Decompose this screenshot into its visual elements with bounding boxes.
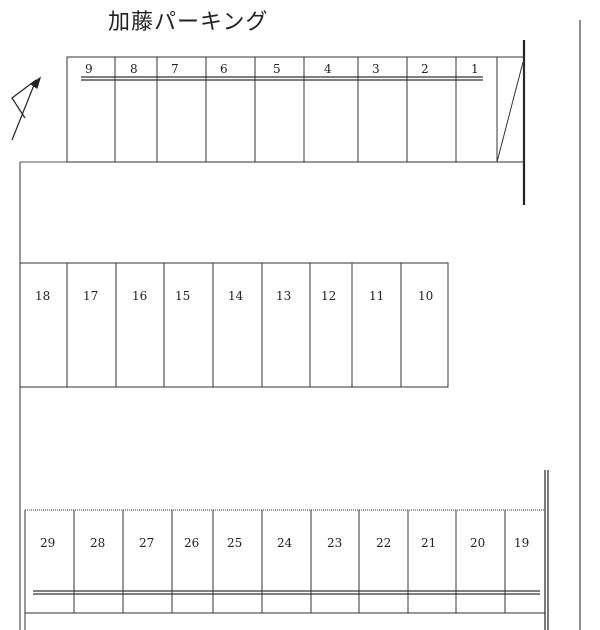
space-8: 8 bbox=[130, 62, 138, 76]
space-12: 12 bbox=[321, 289, 336, 303]
space-26: 26 bbox=[184, 536, 199, 550]
space-10: 10 bbox=[418, 289, 433, 303]
space-6: 6 bbox=[220, 62, 228, 76]
space-23: 23 bbox=[327, 536, 342, 550]
space-5: 5 bbox=[273, 62, 281, 76]
space-4: 4 bbox=[324, 62, 332, 76]
row-bottom-labels: 29 28 27 26 25 24 23 22 21 20 19 bbox=[40, 536, 529, 550]
row-middle bbox=[19, 262, 449, 388]
space-1: 1 bbox=[471, 62, 479, 76]
space-20: 20 bbox=[470, 536, 485, 550]
row-middle-labels: 18 17 16 15 14 13 12 11 10 bbox=[35, 289, 433, 303]
page-title: 加藤パーキング bbox=[108, 10, 269, 35]
space-3: 3 bbox=[372, 62, 380, 76]
space-17: 17 bbox=[83, 289, 98, 303]
north-arrow-icon bbox=[11, 76, 42, 141]
space-27: 27 bbox=[139, 536, 154, 550]
row-top bbox=[66, 56, 525, 163]
row-top-labels: 9 8 7 6 5 4 3 2 1 bbox=[85, 62, 479, 76]
space-19: 19 bbox=[514, 536, 529, 550]
space-13: 13 bbox=[276, 289, 291, 303]
space-28: 28 bbox=[90, 536, 105, 550]
space-7: 7 bbox=[171, 62, 179, 76]
space-22: 22 bbox=[376, 536, 391, 550]
space-16: 16 bbox=[132, 289, 147, 303]
row-bottom bbox=[24, 509, 545, 630]
space-18: 18 bbox=[35, 289, 50, 303]
space-25: 25 bbox=[227, 536, 242, 550]
space-2: 2 bbox=[421, 62, 429, 76]
space-9: 9 bbox=[85, 62, 93, 76]
space-24: 24 bbox=[277, 536, 293, 550]
space-11: 11 bbox=[369, 289, 384, 303]
space-14: 14 bbox=[228, 289, 244, 303]
space-21: 21 bbox=[421, 536, 436, 550]
space-29: 29 bbox=[40, 536, 55, 550]
space-15: 15 bbox=[175, 289, 190, 303]
